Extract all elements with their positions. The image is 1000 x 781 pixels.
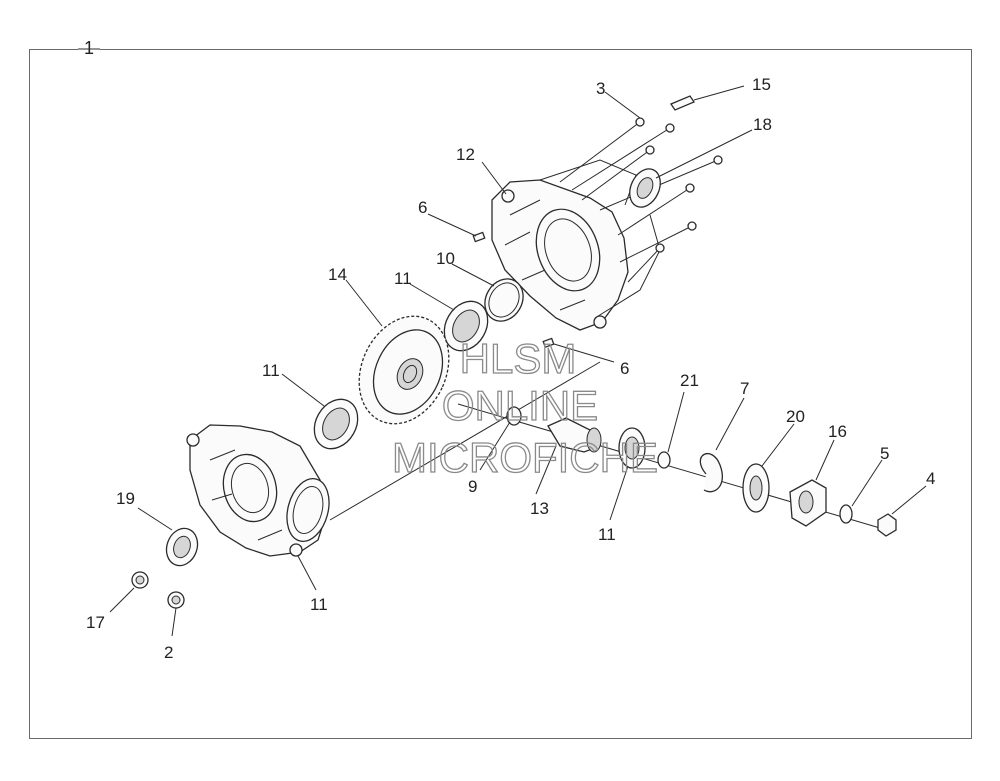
dowel-pin-upper [472, 231, 486, 243]
ring-gear [358, 315, 450, 425]
pinion-gear [547, 417, 602, 453]
upper-seal [629, 168, 661, 208]
callout-11-upper: 11 [394, 269, 412, 288]
callout-8: 10 [436, 249, 455, 268]
diagram-frame [29, 49, 972, 739]
lower-seal [165, 527, 199, 567]
housing-bolts [559, 95, 723, 283]
pinion-seal [742, 463, 770, 513]
upper-bearing [443, 300, 489, 352]
lower-housing [186, 424, 330, 557]
small-o-ring [657, 451, 671, 469]
needle-bearing [506, 406, 522, 426]
callout-17: 16 [828, 422, 847, 441]
callout-19-lower: 19 [116, 489, 135, 508]
callout-5: 5 [880, 444, 889, 463]
callout-21: 21 [680, 371, 699, 390]
pinion-bearing [618, 427, 646, 469]
callout-leaders [78, 48, 927, 637]
callout-13: 12 [456, 145, 475, 164]
dowel-pin-lower [542, 337, 555, 349]
callout-20: 20 [786, 407, 805, 426]
callout-6-upper: 6 [418, 198, 427, 217]
callout-12: 11 [310, 595, 328, 614]
callout-9: 9 [468, 477, 477, 496]
lower-bearing [313, 398, 359, 450]
watermark-line-1: HLSM [460, 335, 577, 382]
watermark-line-3: MICROFICHE [392, 434, 658, 481]
watermark-line-2: ONLINE [442, 382, 598, 429]
callout-7: 7 [740, 379, 749, 398]
flange-nut [877, 513, 897, 537]
callout-6-lower: 6 [620, 359, 629, 378]
callout-11-lower: 11 [262, 361, 280, 380]
washer [839, 504, 853, 524]
callout-15: 14 [328, 265, 347, 284]
callout-2: 2 [164, 643, 173, 662]
callout-19-upper: 18 [753, 115, 772, 134]
output-flange [789, 479, 827, 527]
watermark: HLSM ONLINE MICROFICHE [391, 334, 658, 481]
callout-4: 4 [926, 469, 935, 488]
callout-14: 13 [530, 499, 549, 518]
callout-18: 17 [86, 613, 105, 632]
upper-housing [491, 159, 661, 331]
callout-16: 15 [752, 75, 771, 94]
callout-3: 3 [596, 79, 605, 98]
snap-ring [699, 453, 723, 493]
callout-10: 11 [598, 525, 616, 544]
callout-labels: 3 15 18 12 6 10 11 14 11 6 9 13 11 21 7 … [86, 75, 935, 662]
